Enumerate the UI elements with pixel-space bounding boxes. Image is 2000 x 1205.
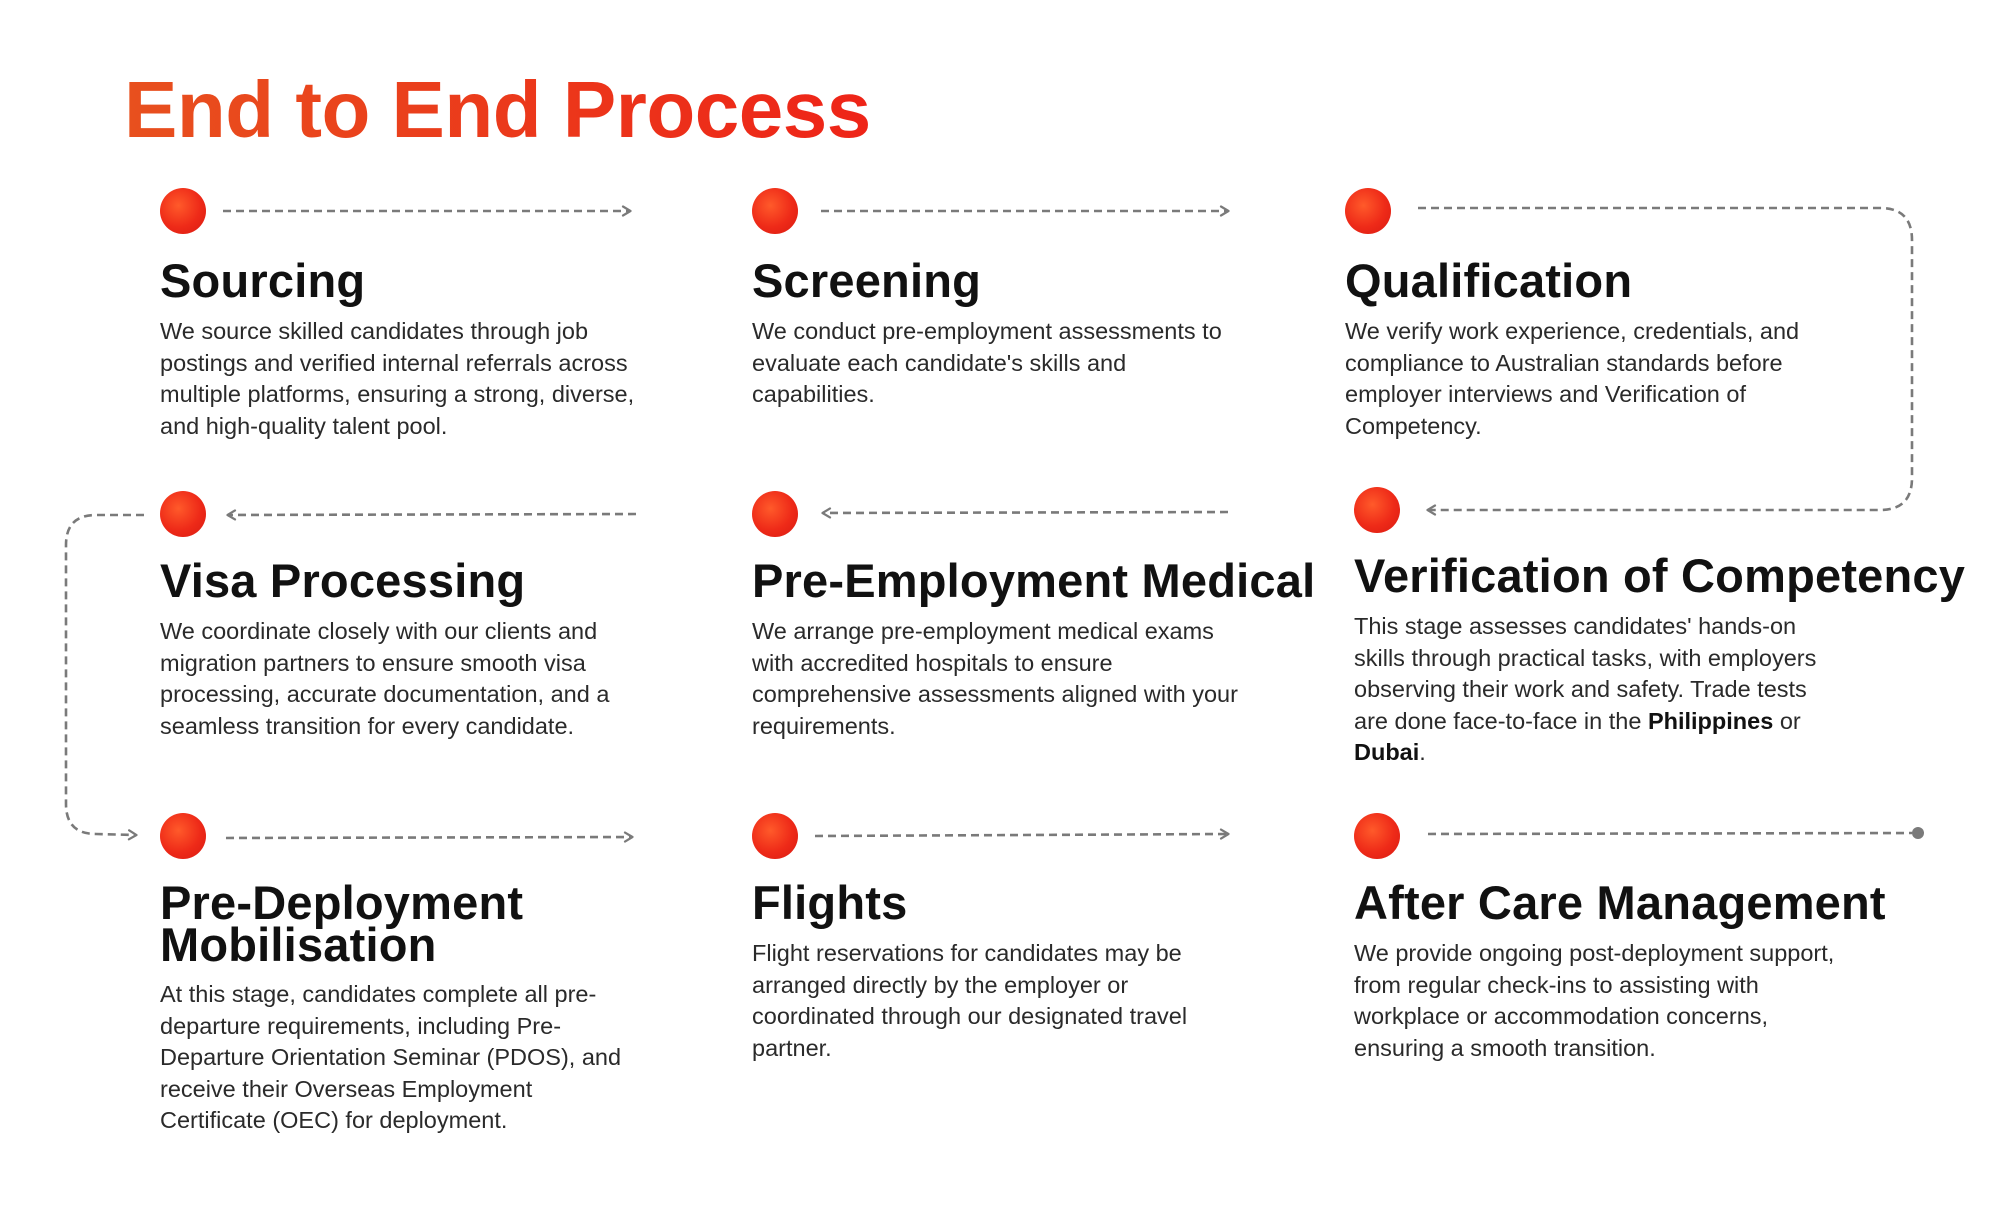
title-line: Mobilisation xyxy=(160,918,437,971)
arrow-qualification-to-verification xyxy=(1418,206,1914,516)
arrow-mobilisation-to-flights xyxy=(225,831,634,843)
location-dubai: Dubai xyxy=(1354,739,1420,765)
step-title: Flights xyxy=(752,876,908,929)
step-description: We verify work experience, credentials, … xyxy=(1345,318,1800,439)
description-text: This stage assesses candidates' hands-on… xyxy=(1354,613,1817,734)
step-description: We coordinate closely with our clients a… xyxy=(160,618,610,739)
step-description: We conduct pre-employment assessments to… xyxy=(752,318,1222,407)
description-text: . xyxy=(1419,739,1426,765)
step-title: Verification of Competency xyxy=(1354,549,1966,602)
step-marker-icon xyxy=(1354,487,1400,533)
step-description: Flight reservations for candidates may b… xyxy=(752,940,1188,1061)
step-marker-icon xyxy=(752,188,798,234)
arrow-visa-to-mobilisation xyxy=(64,513,144,841)
step-description: This stage assesses candidates' hands-on… xyxy=(1354,611,1844,769)
arrow-verification-to-medical xyxy=(821,507,1229,519)
line-after-care-end xyxy=(1427,831,1913,836)
step-title: Screening xyxy=(752,254,982,307)
step-title: Pre-Employment Medical xyxy=(752,554,1316,607)
step-title: Qualification xyxy=(1345,254,1633,307)
step-description: At this stage, candidates complete all p… xyxy=(160,981,622,1133)
step-marker-icon xyxy=(752,491,798,537)
title-line: Pre-Deployment xyxy=(160,876,524,929)
step-description: We arrange pre-employment medical exams … xyxy=(752,618,1238,739)
step-description: We provide ongoing post-deployment suppo… xyxy=(1354,940,1835,1061)
arrow-medical-to-visa xyxy=(226,509,637,521)
step-title: Visa Processing xyxy=(160,554,526,607)
step-marker-icon xyxy=(160,813,206,859)
step-description: We source skilled candidates through job… xyxy=(160,318,635,439)
flow-end-point-icon xyxy=(1912,827,1924,839)
step-marker-icon xyxy=(752,813,798,859)
location-philippines: Philippines xyxy=(1647,707,1774,734)
step-marker-icon xyxy=(160,188,206,234)
step-title: After Care Management xyxy=(1354,876,1886,929)
arrow-flights-to-qualification-row xyxy=(814,828,1230,840)
step-title: Sourcing xyxy=(160,254,366,307)
step-marker-icon xyxy=(1345,188,1391,234)
page-title: End to End Process xyxy=(124,62,871,158)
step-marker-icon xyxy=(1354,813,1400,859)
step-marker-icon xyxy=(160,491,206,537)
description-text: or xyxy=(1773,707,1801,734)
